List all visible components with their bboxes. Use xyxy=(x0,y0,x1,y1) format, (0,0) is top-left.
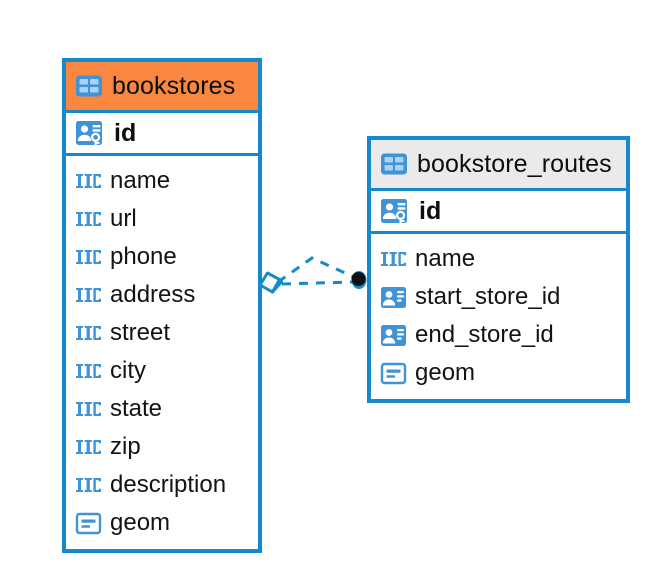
field-row-url[interactable]: url xyxy=(66,200,258,238)
field-row-id[interactable]: id xyxy=(66,110,258,156)
field-label: zip xyxy=(110,433,141,460)
text-type-icon xyxy=(75,401,102,417)
field-row-geom[interactable]: geom xyxy=(371,354,626,392)
geometry-type-icon xyxy=(75,510,102,537)
field-row-geom[interactable]: geom xyxy=(66,504,258,542)
text-type-icon xyxy=(75,477,102,493)
primary-key-icon xyxy=(380,196,410,226)
text-type-icon xyxy=(75,439,102,455)
field-label: description xyxy=(110,471,227,498)
primary-key-icon xyxy=(75,118,105,148)
text-type-icon xyxy=(75,211,102,227)
field-row-description[interactable]: description xyxy=(66,466,258,504)
foreign-key-icon xyxy=(380,322,407,349)
text-type-icon xyxy=(380,251,407,267)
foreign-key-icon xyxy=(380,284,407,311)
entity-bookstore-routes[interactable]: bookstore_routes id xyxy=(367,136,630,403)
field-row-id[interactable]: id xyxy=(371,188,626,234)
field-label: name xyxy=(110,167,171,194)
entity-header-bookstores[interactable]: bookstores xyxy=(66,62,258,110)
field-row-name[interactable]: name xyxy=(66,162,258,200)
relationship-target-marker xyxy=(351,271,367,289)
field-label-id: id xyxy=(114,118,137,147)
relationship-line-upper xyxy=(277,256,357,284)
field-row-start-store-id[interactable]: start_store_id xyxy=(371,278,626,316)
text-type-icon xyxy=(75,173,102,189)
table-icon xyxy=(75,72,103,100)
field-row-zip[interactable]: zip xyxy=(66,428,258,466)
field-list-bookstore-routes: name start_store_id xyxy=(371,234,626,399)
field-label: state xyxy=(110,395,163,422)
field-row-name[interactable]: name xyxy=(371,240,626,278)
entity-header-bookstore-routes[interactable]: bookstore_routes xyxy=(371,140,626,188)
entity-bookstores[interactable]: bookstores id xyxy=(62,58,262,553)
field-label: street xyxy=(110,319,171,346)
relationship-line-lower xyxy=(281,280,355,286)
entity-name-label: bookstores xyxy=(112,71,236,100)
field-label: start_store_id xyxy=(415,283,561,310)
field-label: geom xyxy=(415,359,476,386)
field-row-address[interactable]: address xyxy=(66,276,258,314)
field-row-end-store-id[interactable]: end_store_id xyxy=(371,316,626,354)
field-label: address xyxy=(110,281,196,308)
relationship-connector[interactable] xyxy=(252,240,382,320)
field-list-bookstores: name url xyxy=(66,156,258,549)
field-label-id: id xyxy=(419,196,442,225)
text-type-icon xyxy=(75,325,102,341)
text-type-icon xyxy=(75,363,102,379)
field-label: city xyxy=(110,357,146,384)
field-row-city[interactable]: city xyxy=(66,352,258,390)
relationship-source-marker xyxy=(258,271,283,294)
field-row-state[interactable]: state xyxy=(66,390,258,428)
geometry-type-icon xyxy=(380,360,407,387)
text-type-icon xyxy=(75,249,102,265)
field-row-street[interactable]: street xyxy=(66,314,258,352)
field-label: name xyxy=(415,245,476,272)
entity-name-label: bookstore_routes xyxy=(417,149,612,178)
field-label: end_store_id xyxy=(415,321,554,348)
field-label: url xyxy=(110,205,137,232)
field-label: phone xyxy=(110,243,177,270)
table-icon xyxy=(380,150,408,178)
text-type-icon xyxy=(75,287,102,303)
field-row-phone[interactable]: phone xyxy=(66,238,258,276)
field-label: geom xyxy=(110,509,171,536)
